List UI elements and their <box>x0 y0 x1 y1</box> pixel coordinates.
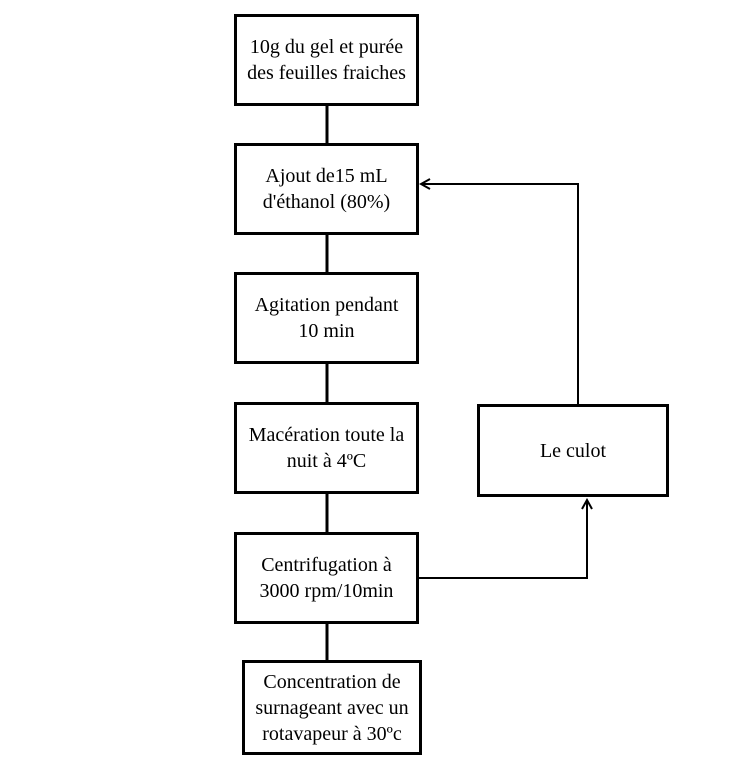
step-centrifugation-box: Centrifugation à 3000 rpm/10min <box>234 532 419 624</box>
step-maceration-box: Macération toute la nuit à 4ºC <box>234 402 419 494</box>
step-agitation-box: Agitation pendant 10 min <box>234 272 419 364</box>
step-gel-puree-label: 10g du gel et purée des feuilles fraiche… <box>247 36 406 84</box>
culot-box: Le culot <box>477 404 669 497</box>
culot-label: Le culot <box>539 439 607 462</box>
step-ethanol-label: Ajout de15 mL d'éthanol (80%) <box>262 165 391 213</box>
arrow-centrifugation-to-culot <box>419 500 587 579</box>
step-concentration-box: Concentration de surnageant avec un rota… <box>242 660 422 755</box>
arrow-culot-to-ethanol <box>421 184 579 404</box>
step-centrifugation-label: Centrifugation à 3000 rpm/10min <box>259 554 394 602</box>
step-maceration-label: Macération toute la nuit à 4ºC <box>248 424 405 472</box>
step-concentration-label: Concentration de surnageant avec un rota… <box>255 670 409 745</box>
step-ethanol-box: Ajout de15 mL d'éthanol (80%) <box>234 143 419 235</box>
step-agitation-label: Agitation pendant 10 min <box>254 294 399 342</box>
step-gel-puree-box: 10g du gel et purée des feuilles fraiche… <box>234 14 419 106</box>
